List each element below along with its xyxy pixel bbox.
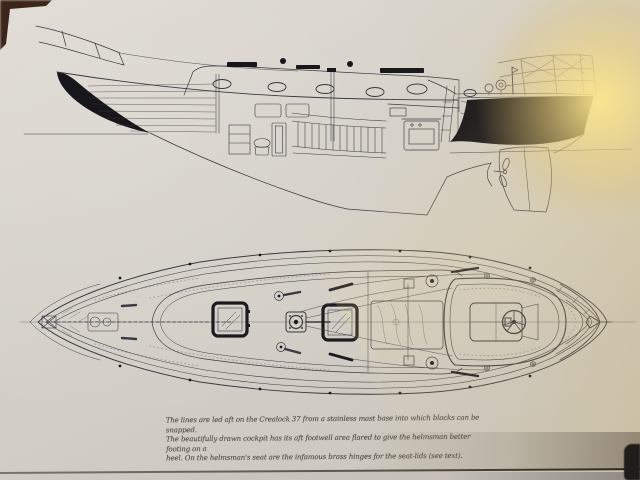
rudder-blade [498, 146, 552, 213]
cabin-profile [183, 58, 460, 96]
figure-caption: The lines are led aft on the Crealock 37… [166, 414, 482, 465]
stern-deck [555, 283, 613, 361]
cabintop-winch [425, 274, 439, 288]
bow-hardware [41, 303, 233, 341]
mid-hatch [321, 303, 359, 342]
keel-and-rudder [346, 133, 633, 216]
coaming-screws [484, 273, 536, 371]
bow-cleat [120, 303, 138, 308]
waterline-aft [449, 148, 633, 154]
cockpit-deck-profile [427, 66, 595, 99]
stove [403, 120, 440, 151]
anchor-platform [41, 315, 57, 329]
black-stern-band [450, 96, 594, 145]
winch [495, 79, 507, 91]
cabin-trunk-outline [151, 269, 463, 375]
steering-wheel [501, 309, 527, 335]
woodgrain [376, 303, 428, 346]
cabintop-winch [425, 356, 439, 370]
sheer-line [56, 71, 459, 101]
bow-cleat [120, 336, 138, 341]
vberth-planking [85, 83, 216, 133]
louvered-door [271, 122, 287, 157]
companionway-hatch [370, 274, 444, 370]
companionway-ladder [440, 85, 456, 143]
dorade-vent [347, 61, 353, 67]
deck-stipple-texture [94, 273, 577, 371]
surface-below-page [0, 472, 640, 480]
interior-furniture [228, 103, 310, 157]
dorade-vent [280, 58, 286, 64]
bulkheads [215, 68, 460, 142]
backstay-chainplate [585, 315, 601, 329]
cockpit [443, 273, 567, 371]
profile-cutaway-view [23, 25, 633, 216]
winch-handle [283, 347, 302, 355]
sheet-tracks [328, 266, 480, 378]
settee-cushions [291, 112, 387, 159]
winch [484, 83, 494, 93]
hull-bottom-line [149, 132, 348, 210]
flag-staff [511, 66, 514, 95]
halyard-winches [274, 290, 302, 355]
sink [389, 107, 407, 117]
flared-aft-footwell [521, 303, 539, 341]
dark-object-bottom-right [624, 444, 640, 480]
winch-handle [282, 290, 302, 297]
stern-rail [559, 283, 601, 361]
toilet [253, 138, 271, 148]
bow-pulpit [35, 25, 299, 72]
mast-base [285, 311, 331, 333]
black-forefoot [57, 72, 150, 133]
galley [387, 103, 460, 151]
forward-hatch [211, 301, 250, 338]
pedestal [504, 317, 512, 327]
deck-plan-view [19, 249, 637, 395]
